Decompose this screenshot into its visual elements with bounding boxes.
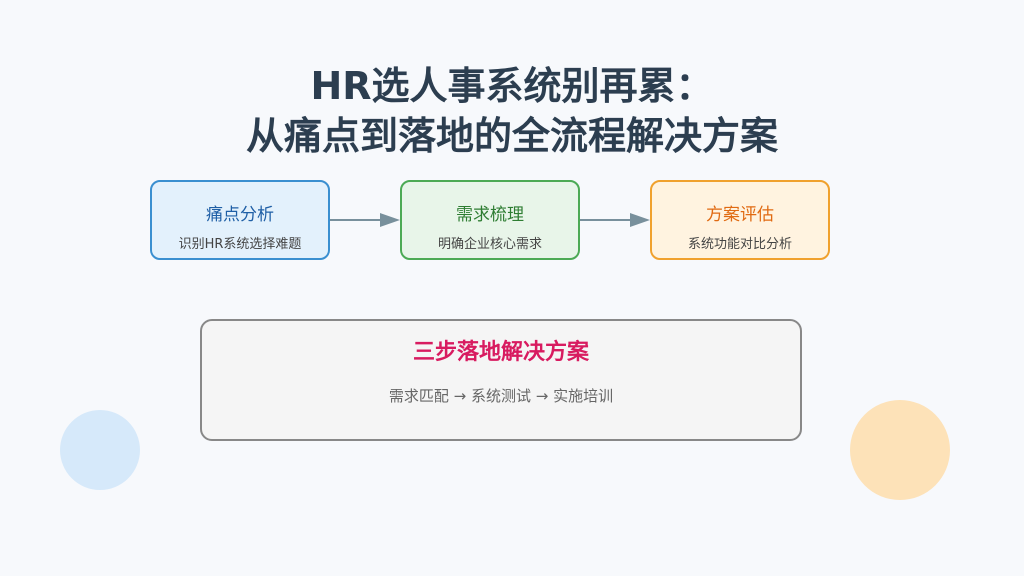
arrow-right-icon: [330, 213, 400, 227]
step-box-solution-evaluation: 方案评估 系统功能对比分析: [650, 180, 830, 260]
solution-flow: 需求匹配 → 系统测试 → 实施培训: [388, 387, 614, 405]
step-description: 识别HR系统选择难题: [178, 237, 302, 252]
step-title: 需求梳理: [456, 205, 524, 225]
solution-title: 三步落地解决方案: [412, 340, 589, 365]
step-description: 系统功能对比分析: [687, 237, 792, 252]
arrow-right-icon: [580, 213, 650, 227]
page-title-line-1: HR选人事系统别再累：: [310, 64, 714, 108]
step-title: 痛点分析: [206, 205, 274, 225]
page-title-line-2: 从痛点到落地的全流程解决方案: [245, 114, 778, 158]
solution-box: 三步落地解决方案 需求匹配 → 系统测试 → 实施培训: [200, 319, 802, 441]
step-description: 明确企业核心需求: [437, 237, 542, 252]
decorative-orange-circle: [850, 400, 950, 500]
step-box-pain-analysis: 痛点分析 识别HR系统选择难题: [150, 180, 330, 260]
step-box-requirements: 需求梳理 明确企业核心需求: [400, 180, 580, 260]
decorative-blue-circle: [60, 410, 140, 490]
step-title: 方案评估: [706, 205, 774, 225]
